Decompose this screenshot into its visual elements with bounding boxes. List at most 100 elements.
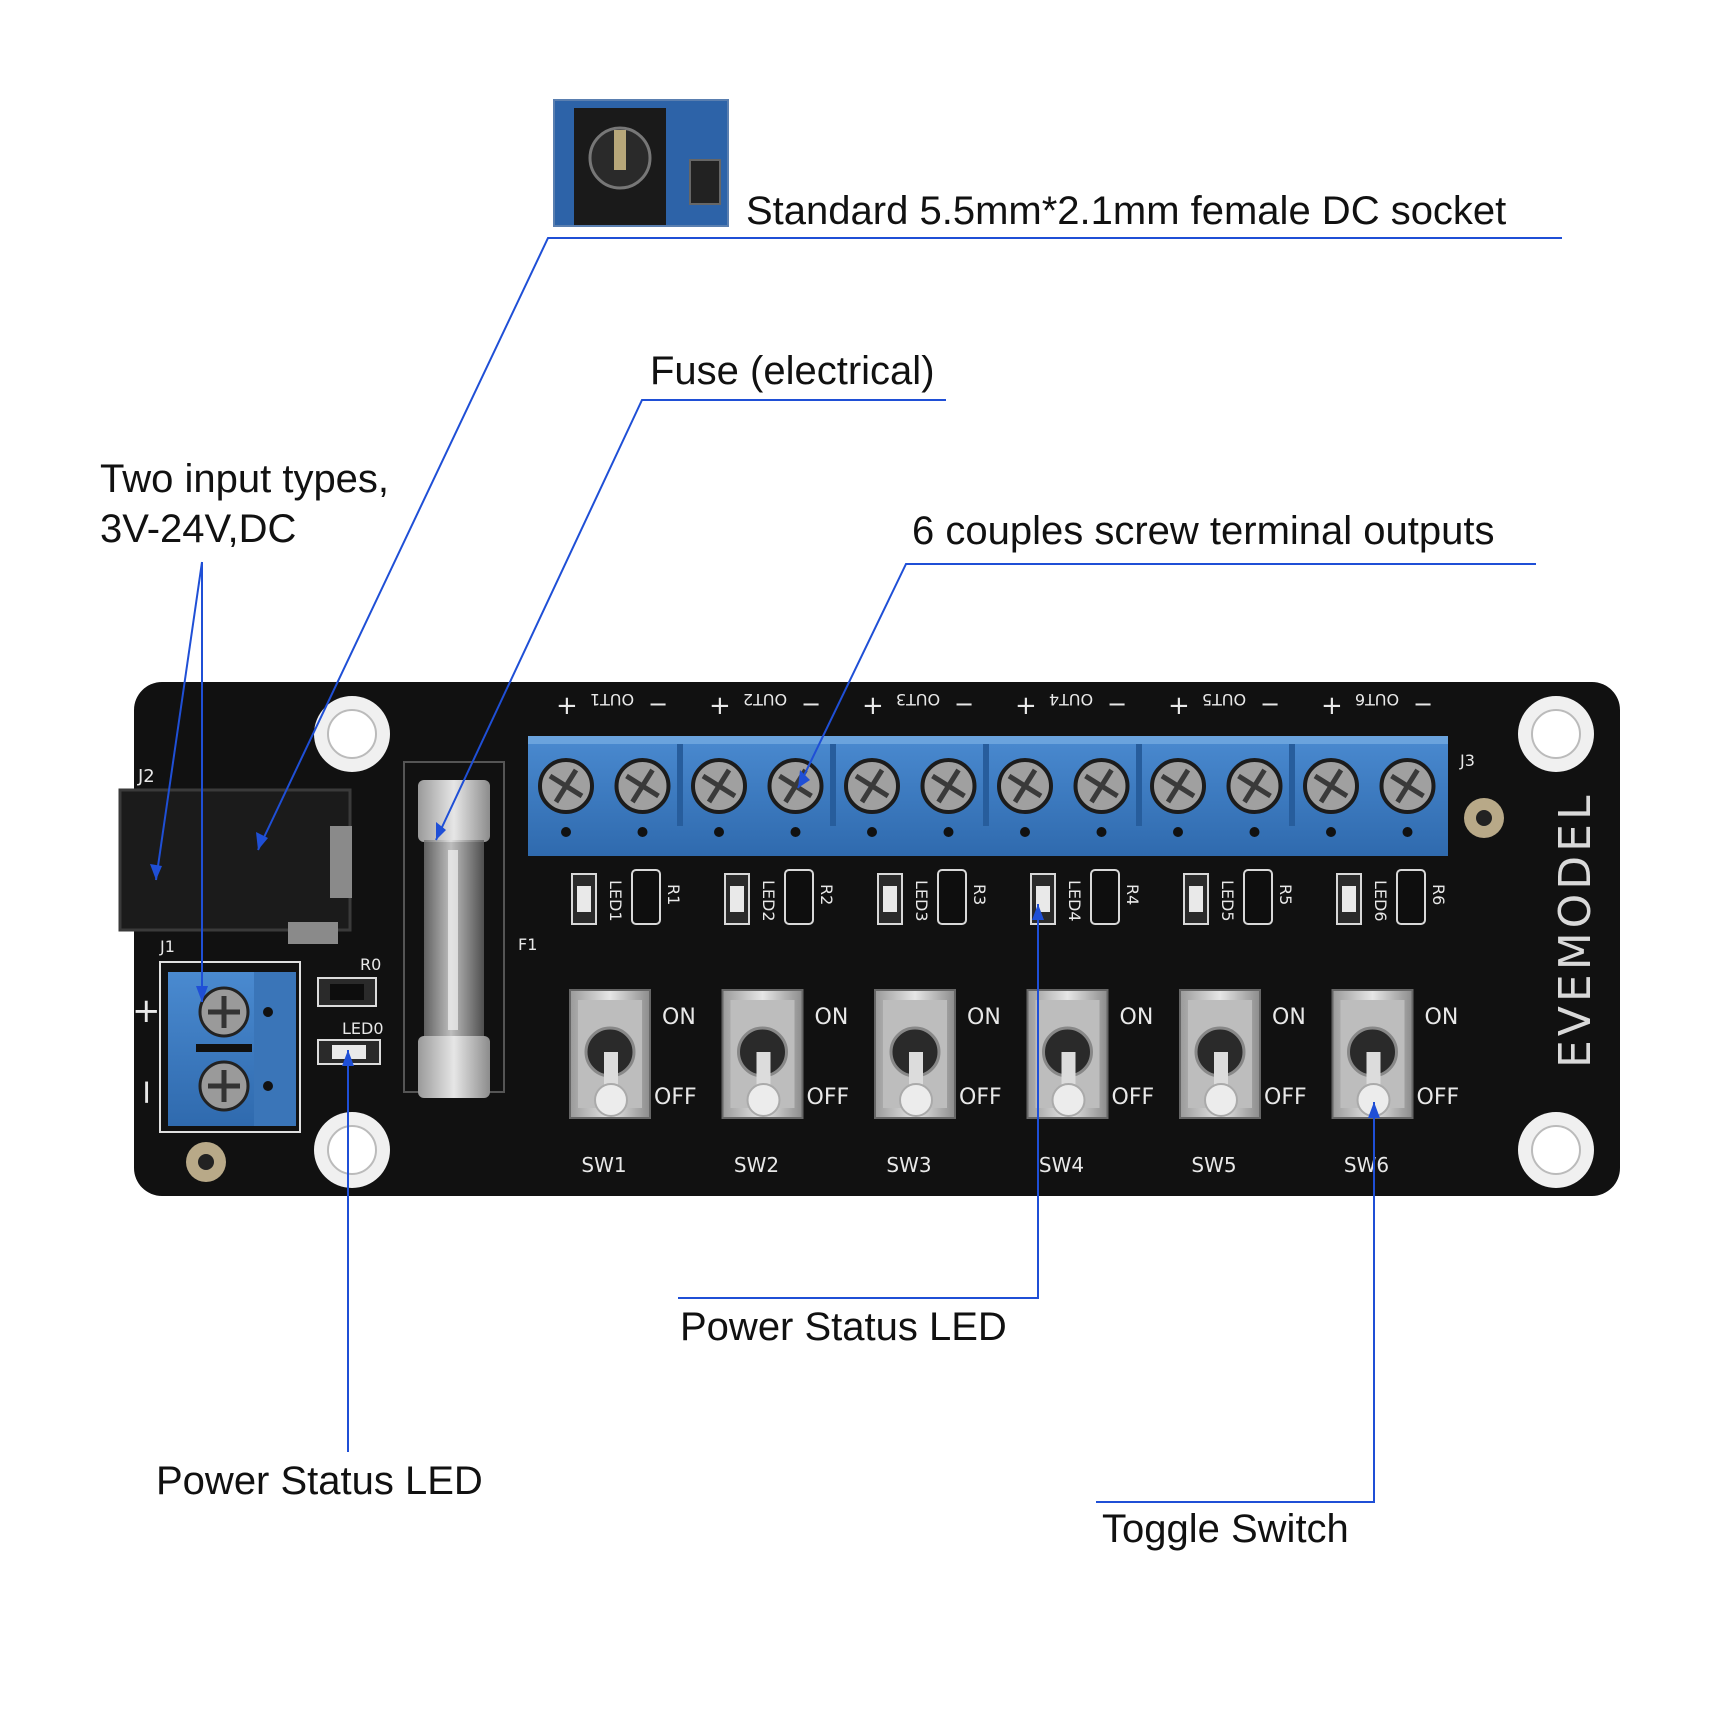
leader-fuse [435,399,946,841]
resistor-label: R1 [664,884,683,905]
leader-input-jack [155,561,203,881]
off-label: OFF [1112,1085,1155,1110]
out-plus-sign: + [709,691,731,721]
toggle-switch[interactable] [1026,989,1109,1119]
switch-label: SW6 [1344,1153,1389,1177]
terminal-screw [1379,758,1436,837]
callout-status-led-left: Power Status LED [156,1459,483,1503]
led-label: LED1 [606,880,625,922]
channel-resistor [937,869,967,925]
toggle-switch[interactable] [1179,989,1261,1119]
out-minus-sign: − [1107,690,1127,718]
fuse-label: F1 [518,935,537,954]
out-plus-sign: + [1321,691,1343,721]
out-plus-sign: + [862,691,884,721]
mounting-hole [314,696,390,772]
output-block-label: J3 [1459,751,1475,770]
out-label: OUT1 [590,690,634,709]
led0-label: LED0 [342,1019,384,1038]
channel-resistor [631,869,661,925]
channel-resistor [784,869,814,925]
out-plus-sign: + [556,691,578,721]
switch-label: SW5 [1191,1153,1236,1177]
toggle-switch[interactable] [721,989,804,1119]
callout-toggle: Toggle Switch [1102,1507,1349,1551]
off-label: OFF [959,1085,1002,1110]
switch-label: SW1 [581,1153,626,1177]
led-label: LED2 [759,880,778,922]
out-label: OUT3 [896,690,940,709]
leader-outputs [797,563,1536,789]
dc-socket-inset-photo [553,99,729,227]
leader-lines [155,237,1562,1503]
resistor-label: R3 [970,884,989,905]
leader-status-led-center [678,904,1039,1299]
input-screw-terminal [168,972,296,1126]
channel-resistor [1396,869,1426,925]
r0-label: R0 [360,955,381,974]
glass-fuse [418,780,490,1098]
mounting-hole [1518,696,1594,772]
callout-dc-socket: Standard 5.5mm*2.1mm female DC socket [746,189,1507,233]
out-label: OUT2 [743,690,787,709]
out-minus-sign: − [1413,690,1433,718]
on-label: ON [815,1005,849,1030]
channel-resistor [1243,869,1273,925]
switch-label: SW4 [1039,1153,1084,1177]
switch-label: SW3 [886,1153,931,1177]
on-label: ON [1272,1005,1306,1030]
switch-label: SW2 [734,1153,779,1177]
terminal-screw [614,758,671,837]
led-label: LED6 [1371,880,1390,922]
brand-label: EVEMODEL [1550,792,1601,1069]
led-label: LED4 [1065,880,1084,922]
out-plus-sign: + [1015,691,1037,721]
out-minus-sign: − [1260,690,1280,718]
terminal-screw [1289,744,1359,837]
mounting-hole [314,1112,390,1188]
channel-led [1183,873,1209,925]
toggle-switch[interactable] [1331,989,1414,1119]
callout-input-line2: 3V-24V,DC [100,507,297,551]
output-terminal-block [528,736,1448,856]
out-label: OUT5 [1202,690,1246,709]
out-label: OUT6 [1355,690,1399,709]
callout-outputs: 6 couples screw terminal outputs [912,509,1495,553]
led-label: LED5 [1218,880,1237,922]
terminal-screw [1136,744,1206,837]
dc-jack-label: J2 [137,766,155,787]
out-label: OUT4 [1049,690,1093,709]
out-minus-sign: − [801,690,821,718]
terminal-screw [983,744,1053,837]
toggle-switch[interactable] [569,989,651,1119]
on-label: ON [1425,1005,1459,1030]
led-label: LED3 [912,880,931,922]
on-label: ON [662,1005,696,1030]
resistor-label: R6 [1429,884,1448,905]
off-label: OFF [1417,1085,1460,1110]
terminal-screw [538,758,594,837]
mounting-hole [1518,1112,1594,1188]
resistor-label: R2 [817,884,836,905]
out-plus-sign: + [1168,691,1190,721]
plus-sign: + [132,991,161,1031]
off-label: OFF [1264,1085,1307,1110]
out-minus-sign: − [648,690,668,718]
leader-toggle [1096,1102,1375,1503]
terminal-screw [677,744,747,837]
resistor-label: R4 [1123,884,1142,905]
terminal-screw [920,758,977,837]
off-label: OFF [654,1085,697,1110]
minus-sign: − [127,1078,167,1107]
callout-fuse: Fuse (electrical) [650,349,935,393]
off-label: OFF [807,1085,850,1110]
input-terminal-label: J1 [159,937,175,956]
toggle-switch[interactable] [874,989,956,1119]
